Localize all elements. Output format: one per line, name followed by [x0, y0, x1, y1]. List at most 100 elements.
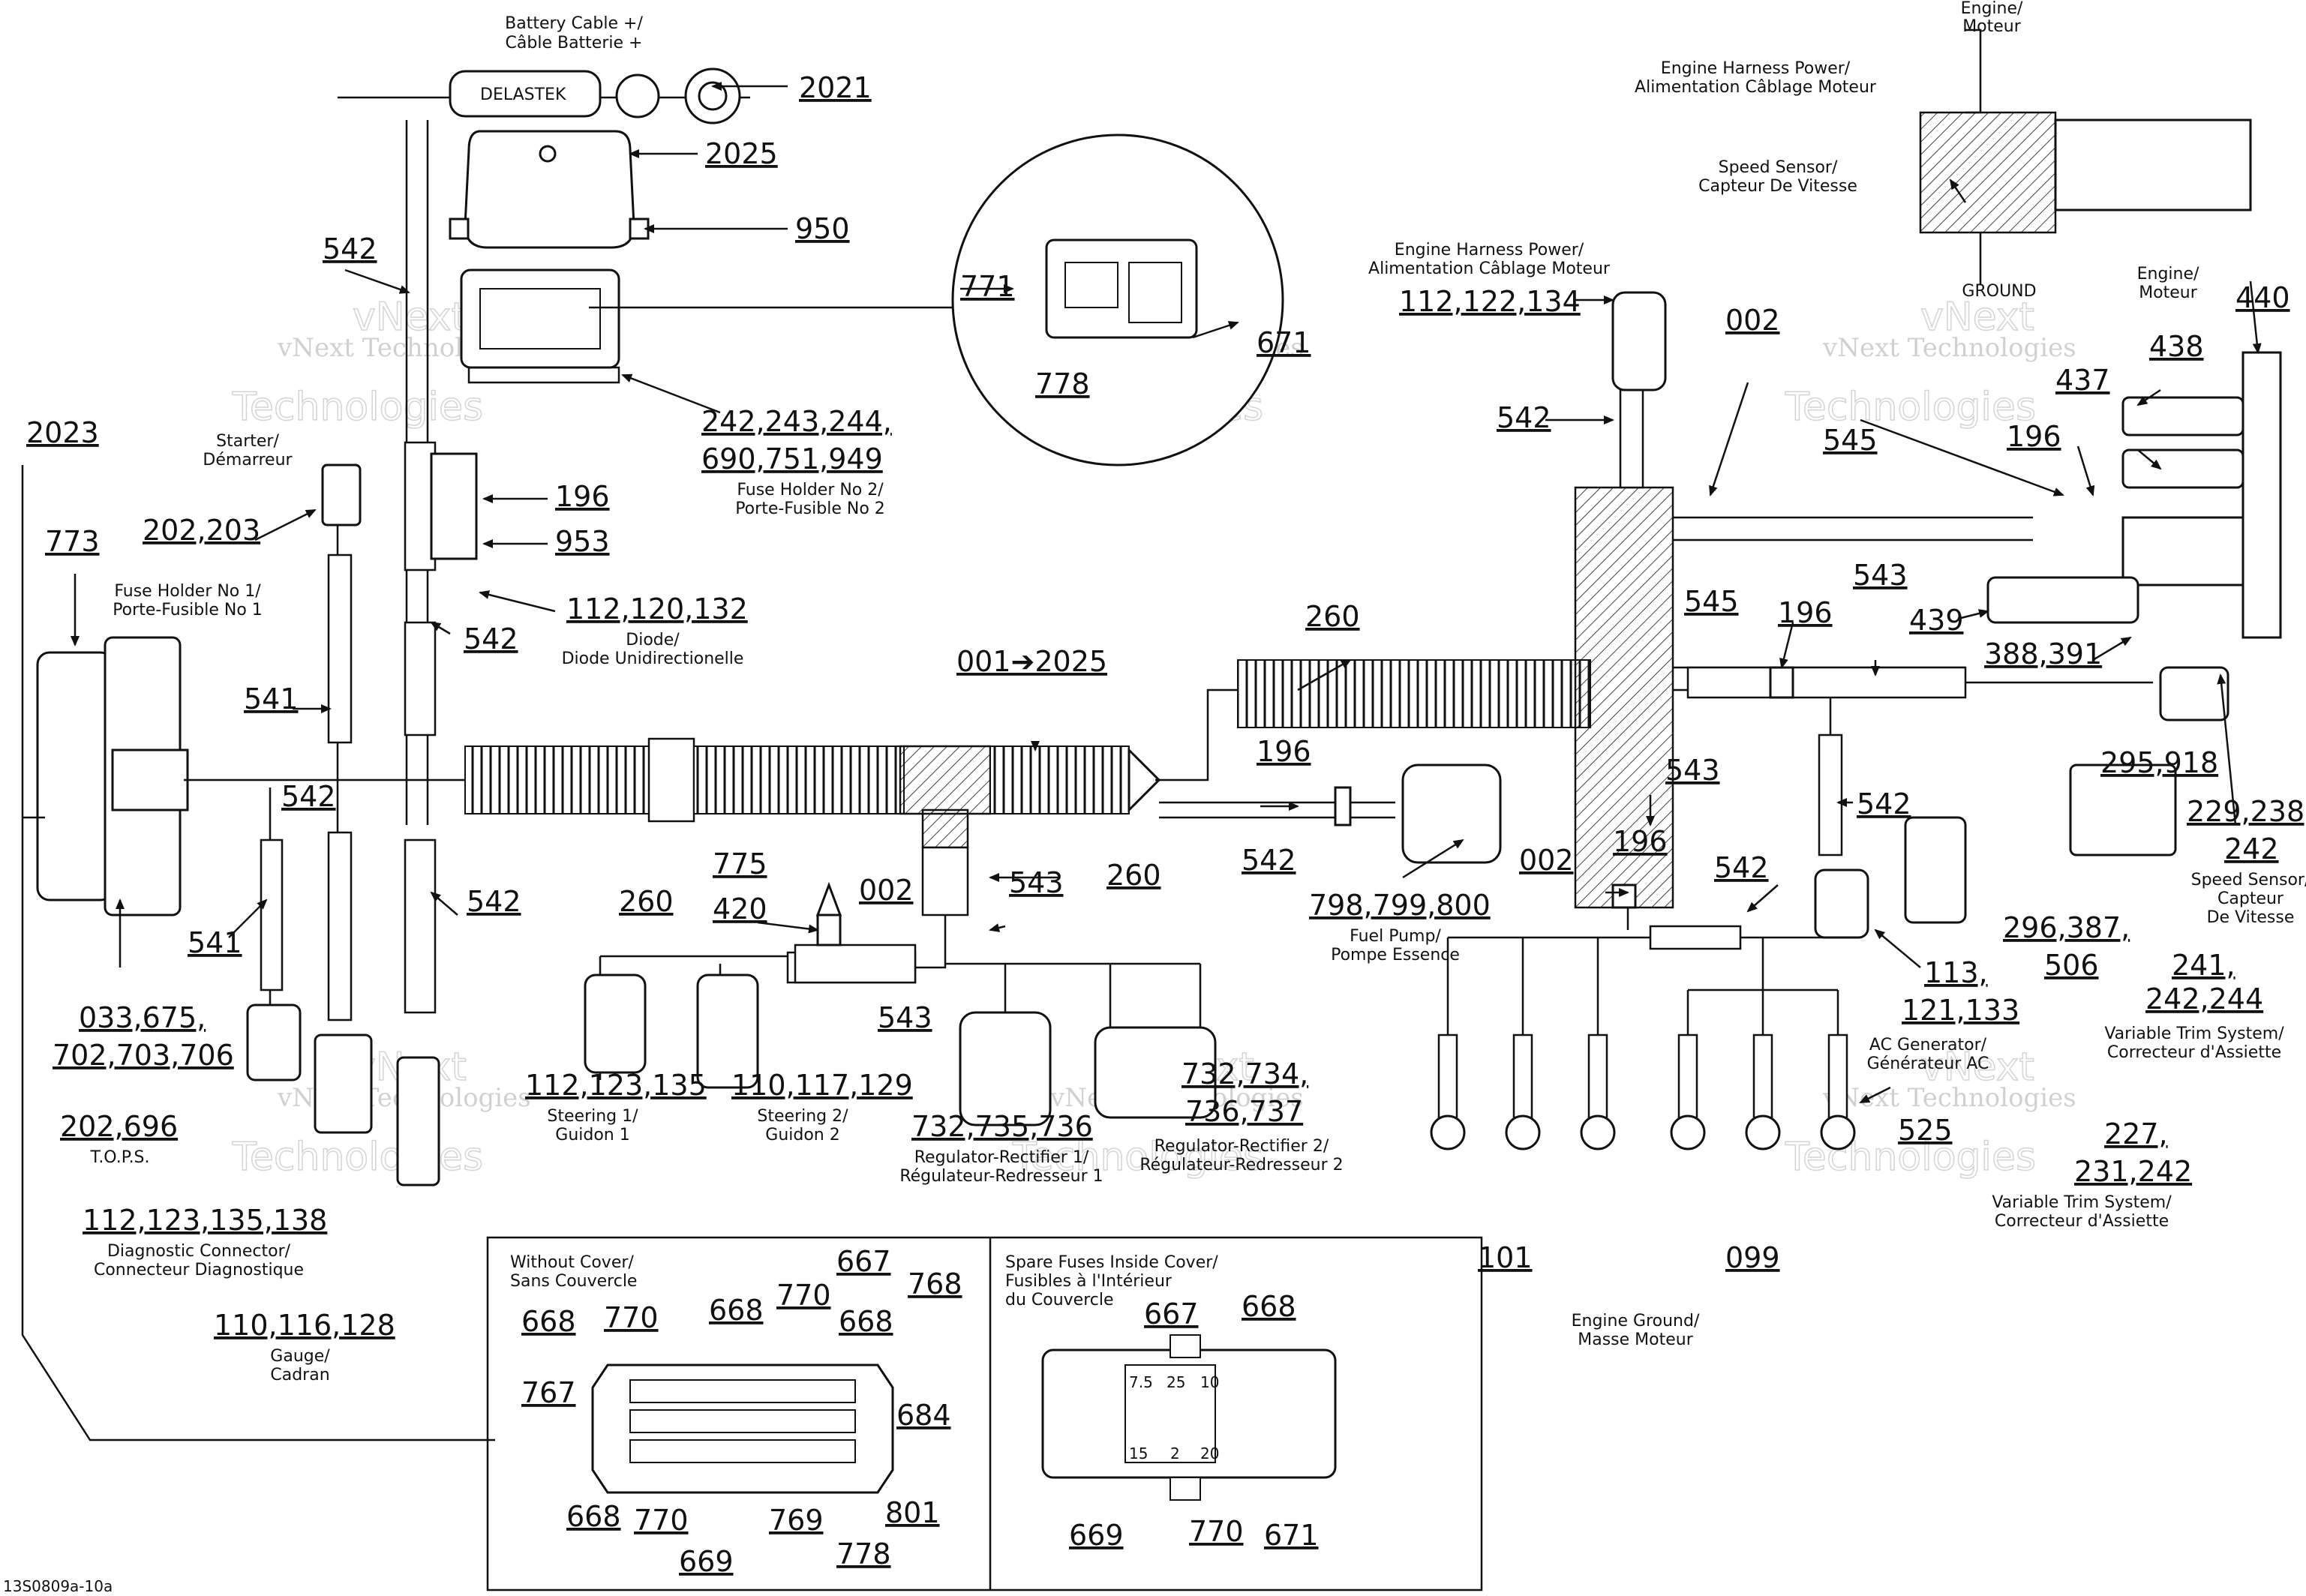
watermark-vnext: vNext [353, 295, 467, 340]
svg-text:Porte-Fusible No 2: Porte-Fusible No 2 [735, 500, 885, 518]
part-number-labels: 2021 2025 950 542 242,243,244, 690,751,9… [26, 71, 2306, 1578]
part-437: 437 [2055, 364, 2110, 397]
steering-2-label: Steering 2/ [757, 1107, 848, 1126]
part-771: 771 [960, 270, 1015, 303]
part-110-116-128: 110,116,128 [214, 1309, 395, 1342]
part-229-238: 229,238, [2187, 795, 2306, 828]
delastek-label: DELASTEK [480, 86, 566, 104]
watermark-caption: vNext Technologies [1822, 1083, 2076, 1113]
part-113: 113, [1924, 956, 1988, 989]
fuel-pump-label: Fuel Pump/ [1350, 927, 1441, 946]
fuse-rating-2: 2 [1170, 1444, 1180, 1462]
part-525: 525 [1898, 1114, 1953, 1147]
ac-generator-label: AC Generator/ [1869, 1036, 1987, 1054]
svg-text:Câble Batterie +: Câble Batterie + [506, 34, 643, 52]
fuse1-link-wire [21, 465, 495, 1442]
part-099: 099 [1725, 1241, 1780, 1274]
watermark-technologies: Technologies [232, 1135, 483, 1180]
fuse-box-spare-cover [1041, 1334, 1337, 1501]
svg-text:Guidon 2: Guidon 2 [765, 1126, 839, 1144]
speed-sensor-label: Speed Sensor/ [1719, 158, 1838, 177]
fuse-holder-1 [36, 636, 189, 916]
watermark-vnext: vNext [1920, 295, 2034, 340]
part-202-203: 202,203 [143, 514, 260, 547]
part-542: 542 [281, 780, 336, 813]
part-542: 542 [323, 232, 377, 266]
part-196: 196 [1257, 735, 1311, 768]
spare-fuses-label: Spare Fuses Inside Cover/ [1005, 1253, 1218, 1272]
speed-sensor-connector [2159, 666, 2229, 722]
diode-label: Diode/ [626, 631, 680, 650]
svg-text:Correcteur d'Assiette: Correcteur d'Assiette [1995, 1212, 2169, 1231]
ground-terminals [1430, 925, 1856, 1150]
part-295-918: 295,918 [2100, 746, 2218, 779]
svg-text:Guidon 1: Guidon 1 [555, 1126, 629, 1144]
engine-label: Engine/ [1961, 0, 2023, 18]
descriptive-labels: Battery Cable +/ Câble Batterie + Starte… [3, 0, 2306, 1595]
diagnostic-connector [314, 1034, 373, 1134]
part-002: 002 [859, 874, 914, 907]
cable-tie-196 [1334, 786, 1352, 826]
svg-text:Moteur: Moteur [2139, 284, 2198, 302]
watermark-technologies: Technologies [1012, 1135, 1263, 1180]
svg-text:Sans Couvercle: Sans Couvercle [510, 1272, 637, 1291]
fuse-holder-1-label: Fuse Holder No 1/ [114, 582, 261, 601]
part-545: 545 [1684, 585, 1739, 618]
steering-1-label: Steering 1/ [547, 1107, 638, 1126]
part-112-122-134: 112,122,134 [1399, 285, 1581, 318]
part-112-123-135: 112,123,135 [525, 1069, 707, 1102]
part-668: 668 [521, 1305, 576, 1338]
trim-connector-2 [2069, 764, 2177, 856]
fuse-rating-10: 10 [1200, 1373, 1219, 1391]
ac-generator-connector [1814, 868, 1869, 939]
part-702-703-706: 702,703,706 [53, 1039, 234, 1072]
part-110-117-129: 110,117,129 [731, 1069, 913, 1102]
part-773: 773 [45, 525, 100, 558]
part-769: 769 [769, 1504, 824, 1537]
gauge-connector [396, 1056, 440, 1186]
corrugated-tube-right [989, 746, 1130, 814]
part-242-244: 242,244 [2145, 982, 2263, 1016]
part-669: 669 [679, 1545, 734, 1578]
engine-label: Engine/ [2137, 265, 2199, 284]
part-388-391: 388,391 [1984, 638, 2102, 670]
svg-text:De Vitesse: De Vitesse [2207, 908, 2295, 927]
tops-connector [246, 1004, 302, 1082]
harness-junction [899, 745, 992, 815]
engine-harness-block [1574, 486, 1674, 909]
part-798-799-800: 798,799,800 [1309, 889, 1491, 922]
part-770: 770 [634, 1504, 689, 1537]
engine-top-sketch [1919, 28, 2252, 285]
part-732-735-736: 732,735,736 [911, 1110, 1093, 1143]
part-671: 671 [1264, 1519, 1319, 1552]
part-260: 260 [1305, 600, 1360, 633]
svg-text:Capteur De Vitesse: Capteur De Vitesse [1698, 177, 1857, 196]
spare-fuse-ratings: 7.5 25 10 15 2 20 [1129, 1373, 1219, 1462]
diagnostic-connector-label: Diagnostic Connector/ [107, 1242, 291, 1261]
svg-text:Régulateur-Redresseur 2: Régulateur-Redresseur 2 [1139, 1156, 1343, 1174]
regulator-rectifier-2-label: Regulator-Rectifier 2/ [1155, 1137, 1329, 1156]
part-668: 668 [1242, 1290, 1296, 1323]
svg-text:Alimentation Câblage Moteur: Alimentation Câblage Moteur [1635, 78, 1877, 97]
part-196: 196 [1778, 596, 1833, 629]
part-767: 767 [521, 1376, 576, 1409]
svg-text:du Couvercle: du Couvercle [1005, 1291, 1114, 1310]
part-542: 542 [1857, 788, 1911, 820]
trim-connector-1 [1904, 816, 1967, 924]
starter-terminal [321, 464, 362, 526]
svg-text:Porte-Fusible No 1: Porte-Fusible No 1 [113, 601, 263, 620]
svg-text:Masse Moteur: Masse Moteur [1578, 1330, 1693, 1349]
part-668: 668 [566, 1500, 621, 1533]
part-002: 002 [1725, 304, 1780, 337]
svg-text:Démarreur: Démarreur [203, 451, 293, 470]
engine-harness-power-label: Engine Harness Power/ [1395, 241, 1584, 260]
part-2021: 2021 [799, 71, 872, 104]
steering-1-connector [584, 974, 647, 1074]
part-2023: 2023 [26, 416, 99, 449]
engine-harness-power-connector [1611, 291, 1667, 392]
svg-text:Alimentation Câblage Moteur: Alimentation Câblage Moteur [1368, 260, 1611, 278]
diode-component [430, 452, 478, 560]
gauge-label: Gauge/ [270, 1347, 330, 1366]
part-543: 543 [1665, 754, 1720, 787]
